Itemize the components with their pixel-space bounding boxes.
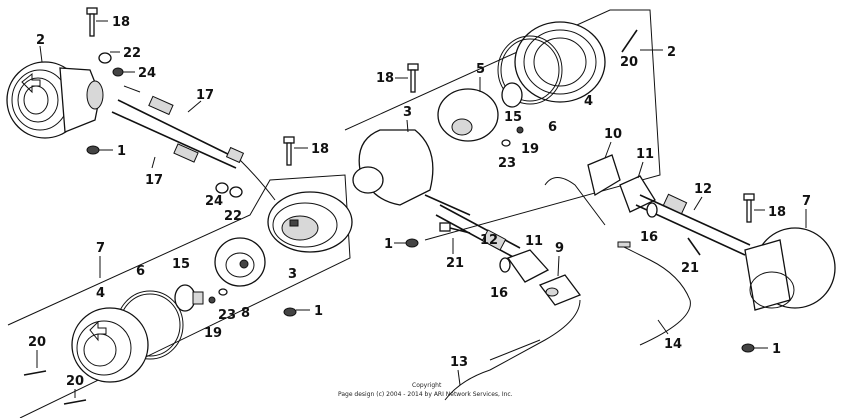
stem-12-center	[435, 204, 521, 259]
callout-2-right: 2	[667, 45, 676, 60]
upper-left-lens	[6, 61, 104, 139]
callout-20-a: 20	[28, 335, 46, 350]
callout-17-bottom: 17	[145, 173, 163, 188]
gasket-6-right	[497, 35, 563, 105]
callout-16-center: 16	[490, 286, 508, 301]
bolt-21-right	[687, 237, 701, 256]
callout-12-right: 12	[694, 182, 712, 197]
socket-5	[437, 88, 499, 142]
callout-10: 10	[604, 127, 622, 142]
callout-1-left: 1	[117, 144, 126, 159]
copyright-line2: Page design (c) 2004 - 2014 by ARI Netwo…	[338, 391, 513, 398]
callout-9: 9	[555, 241, 564, 256]
bolt-18-right-top	[407, 63, 419, 93]
lens-4-left	[71, 307, 149, 383]
callout-23-right: 23	[498, 156, 516, 171]
lens-2-right	[514, 21, 606, 103]
callout-11-center: 11	[525, 234, 543, 249]
nut-1-lower-left	[283, 307, 297, 317]
screws-19-23-left	[208, 288, 228, 304]
callout-17-top: 17	[196, 88, 214, 103]
callout-20-right: 20	[620, 55, 638, 70]
nut-1-center	[405, 238, 419, 248]
callout-layer: 18 2 22 24 17 1 17 18 24 22 3 7 6 15 4 2…	[28, 15, 811, 398]
callout-3-right: 3	[403, 105, 412, 120]
washers-22-24	[98, 52, 124, 77]
callout-19-right: 19	[521, 142, 539, 157]
right-assembly-outline	[344, 9, 661, 241]
callout-18: 18	[112, 15, 130, 30]
bracket-11-center	[506, 249, 550, 283]
upper-stems	[111, 85, 276, 201]
callout-1-right: 1	[772, 342, 781, 357]
callout-21-right: 21	[681, 261, 699, 276]
callout-24-mid: 24	[205, 194, 223, 209]
bracket-11-right	[619, 175, 656, 213]
callout-8: 8	[241, 306, 250, 321]
callout-18-mid: 18	[311, 142, 329, 157]
washers-24-22-mid	[215, 182, 243, 198]
callout-3-left: 3	[288, 267, 297, 282]
collar-16-center	[499, 257, 511, 273]
callout-11-right: 11	[636, 147, 654, 162]
callout-4-left: 4	[96, 286, 105, 301]
callout-2: 2	[36, 33, 45, 48]
screws-23-19-right	[501, 126, 524, 147]
bracket-10	[587, 154, 621, 197]
callout-1-lower: 1	[314, 304, 323, 319]
housing-3-right	[352, 129, 471, 216]
callout-7-left: 7	[96, 241, 105, 256]
callout-12-center: 12	[480, 233, 498, 248]
callout-20-b: 20	[66, 374, 84, 389]
left-housing-3	[267, 191, 353, 253]
bracket-9	[538, 274, 582, 306]
callout-16-right: 16	[640, 230, 658, 245]
callout-21-center: 21	[446, 256, 464, 271]
callout-18-right-top: 18	[376, 71, 394, 86]
callout-6-right: 6	[548, 120, 557, 135]
callout-23-left: 23	[218, 308, 236, 323]
left-assembly-outline	[7, 174, 351, 418]
copyright-line1: Copyright	[412, 382, 442, 389]
callout-18-right: 18	[768, 205, 786, 220]
callout-22: 22	[123, 46, 141, 61]
callout-22-mid: 22	[224, 209, 242, 224]
bolt-18-mid	[283, 136, 295, 166]
screws-20-left	[23, 370, 87, 405]
bolt-18-right	[743, 193, 755, 223]
bulb-15-left	[174, 284, 204, 312]
callout-15-left: 15	[172, 257, 190, 272]
callout-5: 5	[476, 62, 485, 77]
nut-1-left	[86, 145, 100, 155]
callout-13: 13	[450, 355, 468, 370]
callout-4-right: 4	[584, 94, 593, 109]
wire-14	[544, 177, 691, 346]
lens-7-right	[744, 227, 836, 311]
bulb-15-right	[501, 82, 523, 108]
callout-6-left: 6	[136, 264, 145, 279]
bolt-21-center	[439, 222, 471, 234]
callout-24: 24	[138, 66, 156, 81]
socket-8	[214, 237, 266, 287]
callout-1-center: 1	[384, 237, 393, 252]
bolt-18-top	[86, 7, 98, 37]
collar-16-right	[646, 202, 658, 218]
callout-7-right: 7	[802, 194, 811, 209]
nut-1-right	[741, 343, 755, 353]
callout-19-left: 19	[204, 326, 222, 341]
screw-20-right	[621, 29, 638, 53]
callout-14: 14	[664, 337, 682, 352]
callout-15-right: 15	[504, 110, 522, 125]
wire-13	[444, 299, 581, 401]
